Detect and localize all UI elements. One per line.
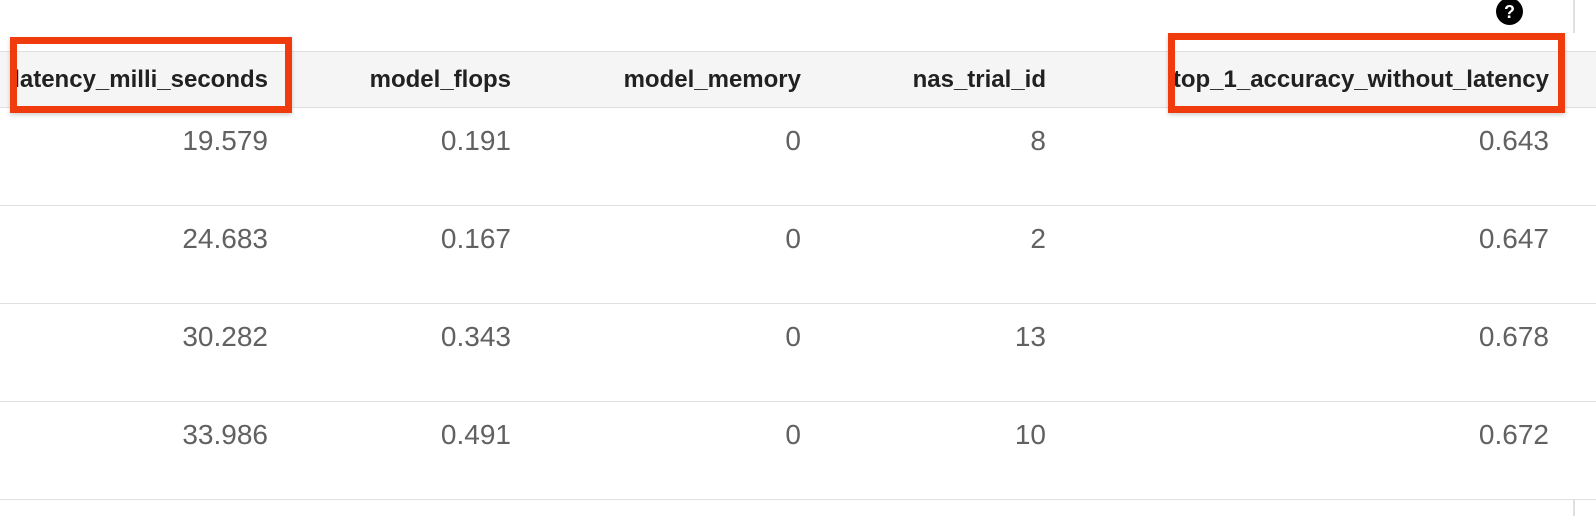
cell-nas_trial_id: 2 [1030, 223, 1046, 254]
cell-stub [1573, 304, 1596, 401]
cell-model_flops: 0.343 [440, 321, 511, 352]
table-row-2: 30.282 0.343 0 13 0.678 [0, 304, 1596, 402]
cell-top_1_accuracy_without_latency: 0.672 [1478, 419, 1549, 450]
cell-stub [1573, 206, 1596, 303]
column-header-stub [1573, 52, 1596, 107]
table-row-1: 24.683 0.167 0 2 0.647 [0, 206, 1596, 304]
cell-model_memory: 0 [785, 125, 801, 156]
cell-stub [1573, 108, 1596, 205]
cell-model_memory: 0 [785, 419, 801, 450]
cell-model_flops: 0.191 [440, 125, 511, 156]
cell-model_memory: 0 [785, 223, 801, 254]
cell-model_flops: 0.167 [440, 223, 511, 254]
table-body: 19.579 0.191 0 8 0.643 24.683 0.167 0 2 0.647 30.2… [0, 108, 1596, 500]
cell-nas_trial_id: 13 [1014, 321, 1046, 352]
trials-table: latency_milli_seconds model_flops model_me… [0, 51, 1596, 500]
cell-nas_trial_id: 10 [1014, 419, 1046, 450]
column-header-model_flops[interactable]: model_flops [369, 65, 511, 93]
cell-nas_trial_id: 8 [1030, 125, 1046, 156]
cell-latency_milli_seconds: 19.579 [182, 125, 268, 156]
column-header-top_1_accuracy_without_latency[interactable]: top_1_accuracy_without_latency [1172, 65, 1549, 93]
column-boundary-line-top [1573, 0, 1575, 33]
cell-top_1_accuracy_without_latency: 0.643 [1478, 125, 1549, 156]
cell-latency_milli_seconds: 33.986 [182, 419, 268, 450]
table-row-3: 33.986 0.491 0 10 0.672 [0, 402, 1596, 500]
cell-latency_milli_seconds: 24.683 [182, 223, 268, 254]
column-header-nas_trial_id[interactable]: nas_trial_id [912, 65, 1046, 93]
column-header-model_memory[interactable]: model_memory [623, 65, 801, 93]
cell-top_1_accuracy_without_latency: 0.678 [1478, 321, 1549, 352]
cell-latency_milli_seconds: 30.282 [182, 321, 268, 352]
cell-stub [1573, 402, 1596, 499]
cell-model_flops: 0.491 [440, 419, 511, 450]
table-header-row: latency_milli_seconds model_flops model_me… [0, 51, 1596, 108]
column-header-latency_milli_seconds[interactable]: latency_milli_seconds [13, 65, 268, 93]
help-icon[interactable]: ? [1496, 0, 1523, 25]
cell-top_1_accuracy_without_latency: 0.647 [1478, 223, 1549, 254]
table-row-0: 19.579 0.191 0 8 0.643 [0, 108, 1596, 206]
cell-model_memory: 0 [785, 321, 801, 352]
